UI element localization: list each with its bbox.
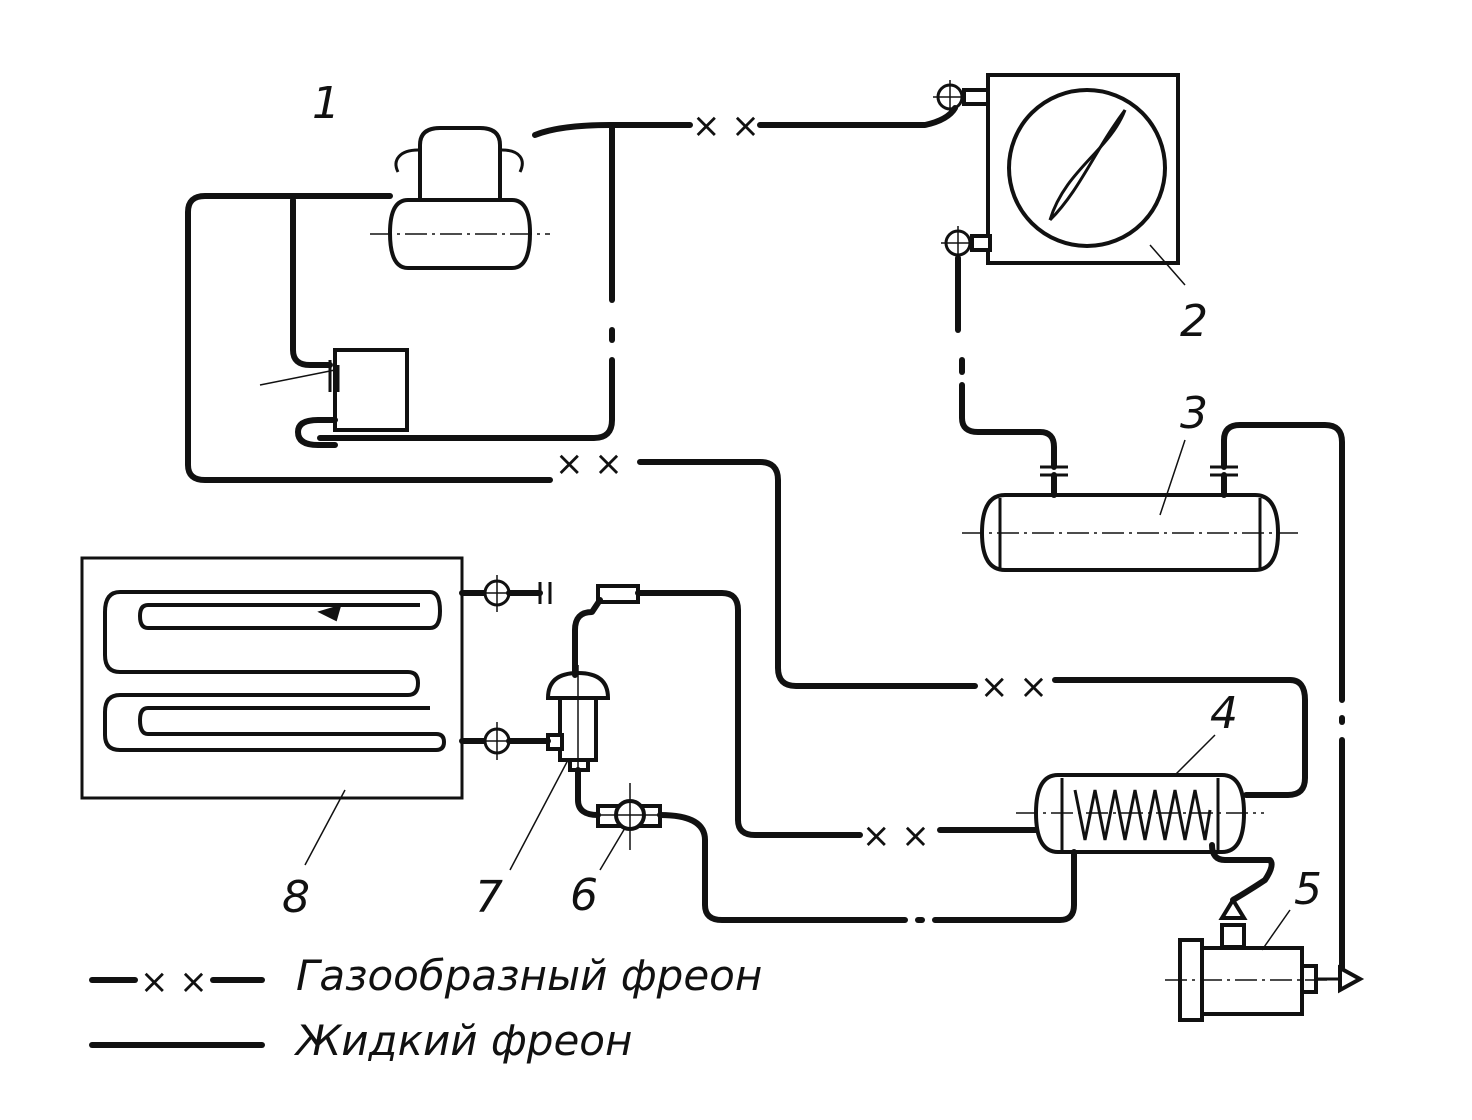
gas-marker-bottom: × ×: [862, 816, 930, 856]
label-compressor: 1: [312, 78, 340, 129]
label-thermo-valve: 7: [475, 872, 503, 923]
compressor-unit: [370, 126, 550, 270]
receiver-fittings: [1040, 465, 1238, 498]
label-valve-6: 6: [570, 870, 598, 921]
label-valve-5: 5: [1294, 864, 1322, 915]
condenser-fittings: [933, 80, 992, 262]
thermostatic-valve: [509, 665, 611, 871]
valve-6: [595, 783, 665, 871]
gas-marker-top: × ×: [692, 106, 760, 146]
legend-liquid-label: Жидкий фреон: [293, 1016, 632, 1065]
label-evaporator: 8: [282, 872, 310, 923]
receiver: [962, 439, 1298, 572]
gas-marker-left: × ×: [555, 444, 623, 484]
legend-gas-marker: × ×: [140, 962, 208, 1002]
evaporator-fittings: [459, 575, 640, 760]
label-receiver: 3: [1180, 388, 1208, 439]
legend-gas-label: Газообразный фреон: [296, 951, 762, 1000]
gas-marker-right: × ×: [980, 667, 1048, 707]
heat-exchanger: [1016, 734, 1264, 854]
evaporator: [80, 556, 464, 866]
pipelines: [185, 105, 1345, 971]
label-heat-exchanger: 4: [1210, 688, 1238, 739]
solenoid-valve: [1165, 896, 1365, 1022]
pressure-switch: [259, 348, 409, 448]
legend: × × Газообразный фреон Жидкий фреон: [89, 951, 762, 1065]
label-condenser: 2: [1180, 296, 1208, 347]
condenser: [986, 73, 1186, 286]
